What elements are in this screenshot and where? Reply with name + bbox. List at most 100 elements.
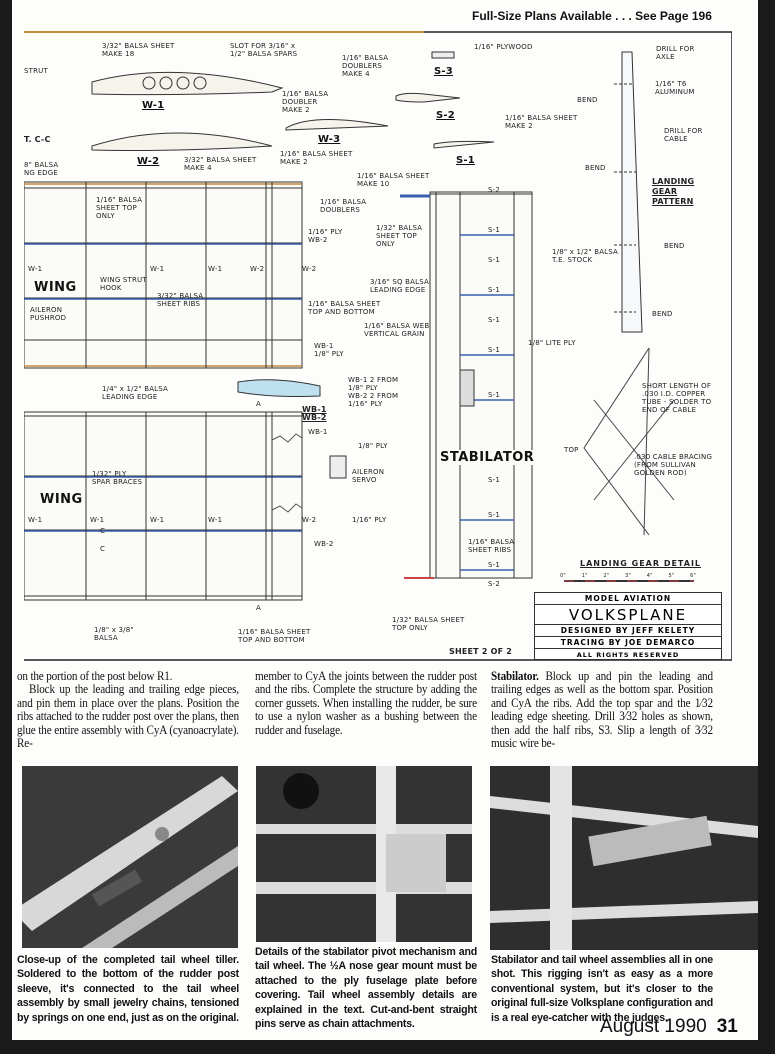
rib-label: S-1: [488, 346, 501, 354]
part-label-s3: S-3: [434, 66, 453, 77]
rib-label: S-2: [488, 580, 501, 588]
plan-drawing: STRUT 3/32" BALSA SHEET MAKE 18 SLOT FOR…: [24, 30, 732, 662]
plan-label: STRUT: [24, 67, 48, 75]
plan-label: 3/32" BALSA SHEET RIBS: [157, 292, 204, 308]
plan-label: 1/16" BALSA SHEET TOP AND BOTTOM: [308, 300, 381, 316]
section-marker: A: [256, 604, 261, 612]
photo-caption-1: Close-up of the completed tail wheel til…: [17, 954, 239, 1024]
plan-label: .030 CABLE BRACING (FROM SULLIVAN GOLDEN…: [634, 453, 713, 477]
plans-available-header: Full-Size Plans Available . . . See Page…: [472, 9, 712, 23]
wing-title-upper: WING: [34, 280, 77, 295]
rib-label: S-2: [488, 186, 501, 194]
plan-label: WB-1: [308, 428, 328, 436]
title-block-designer: DESIGNED BY JEFF KELETY: [535, 625, 721, 637]
title-block-rights: ALL RIGHTS RESERVED: [576, 651, 680, 659]
part-label-w3: W-3: [318, 134, 341, 145]
plan-label: 1/8" PLY: [358, 442, 388, 450]
plan-linework: [24, 31, 732, 661]
plan-label: WB-1 WB-2: [302, 405, 327, 422]
plan-label: 1/32" BALSA SHEET TOP ONLY: [392, 616, 465, 632]
title-block-magazine: MODEL AVIATION: [535, 593, 721, 605]
plan-label: 1/32" PLY SPAR BRACES: [92, 470, 143, 486]
paragraph: Block up the leading and trailing edge p…: [17, 681, 239, 751]
plan-label: SHORT LENGTH OF .030 I.D. COPPER TUBE - …: [642, 382, 712, 414]
photo-stabilator-pivot: [256, 766, 472, 942]
part-label-s1: S-1: [456, 155, 475, 166]
rib-label: W-2: [302, 516, 317, 524]
scale-tick: 0": [560, 573, 566, 579]
title-block-name: VOLKSPLANE: [535, 605, 721, 625]
article-column-1: on the portion of the post below R1. Blo…: [17, 668, 239, 751]
plan-label: 1/8" LITE PLY: [528, 339, 576, 347]
scale-tick: 3": [625, 573, 631, 579]
magazine-page: Full-Size Plans Available . . . See Page…: [12, 0, 758, 1040]
rib-label: S-1: [488, 391, 501, 399]
part-label-w1: W-1: [142, 100, 165, 111]
rib-label: S-1: [488, 511, 501, 519]
plan-label: DRILL FOR CABLE: [664, 127, 703, 143]
rib-label: W-1: [150, 265, 165, 273]
plan-label: 1/16" BALSA SHEET TOP AND BOTTOM: [238, 628, 311, 644]
rib-label: W-1: [90, 516, 105, 524]
part-label-s2: S-2: [436, 110, 455, 121]
plan-label: 1/16" PLYWOOD: [474, 43, 533, 51]
plan-label: WB-1 2 FROM 1/8" PLY WB-2 2 FROM 1/16" P…: [348, 376, 399, 408]
plan-label: 1/16" BALSA SHEET MAKE 2: [280, 150, 353, 166]
landing-gear-pattern-title: LANDING GEAR PATTERN: [652, 177, 695, 206]
rib-label: S-1: [488, 256, 501, 264]
plan-label: 1/16" BALSA DOUBLERS: [320, 198, 367, 214]
plan-label: DRILL FOR AXLE: [656, 45, 695, 61]
plan-label: WING STRUT HOOK: [100, 276, 147, 292]
plan-label: WB-2: [314, 540, 334, 548]
photo-image: [22, 766, 238, 948]
rib-label: W-1: [208, 516, 223, 524]
article-column-2: member to CyA the joints between the rud…: [255, 669, 477, 736]
plan-label: 1/16" BALSA SHEET TOP ONLY: [96, 196, 143, 220]
rib-label: S-1: [488, 561, 501, 569]
plan-label: 1/8" x 1/2" BALSA T.E. STOCK: [552, 248, 619, 264]
stabilator-title: STABILATOR: [440, 450, 535, 465]
issue-date: August 1990: [600, 1016, 707, 1037]
plan-label: AILERON SERVO: [352, 468, 385, 484]
plan-label: 1/16" BALSA SHEET MAKE 10: [357, 172, 430, 188]
plan-label: AILERON PUSHROD: [30, 306, 67, 322]
title-block: MODEL AVIATION VOLKSPLANE DESIGNED BY JE…: [534, 592, 722, 660]
plan-label: 3/32" BALSA SHEET MAKE 18: [102, 42, 175, 58]
plan-label: 1/16" PLY WB-2: [308, 228, 343, 244]
paragraph: Stabilator. Block up and pin the leading…: [491, 669, 713, 749]
section-marker: C: [100, 545, 106, 553]
plan-label: TOP: [564, 446, 579, 454]
landing-gear-detail-title: LANDING GEAR DETAIL: [580, 559, 702, 568]
scale-tick: 4": [646, 573, 653, 579]
rib-label: W-2: [302, 265, 317, 273]
paragraph: on the portion of the post below R1.: [17, 668, 173, 683]
plan-label: 3/32" BALSA SHEET MAKE 4: [184, 156, 257, 172]
plan-label: 1/16" BALSA SHEET RIBS: [468, 538, 515, 554]
plan-label: BEND: [585, 164, 606, 172]
paragraph: member to CyA the joints between the rud…: [255, 668, 477, 737]
scale-tick: 2": [603, 573, 610, 579]
rib-label: W-1: [28, 516, 43, 524]
wing-title-lower: WING: [40, 492, 83, 507]
plan-label: 1/16" PLY: [352, 516, 387, 524]
plan-label: T. C-C: [24, 135, 51, 144]
rib-label: W-1: [208, 265, 223, 273]
scale-ticks: 0" 1" 2" 3" 4" 5" 6": [560, 573, 696, 579]
rib-label: W-1: [28, 265, 43, 273]
plan-label: BEND: [664, 242, 685, 250]
photo-caption-2: Details of the stabilator pivot mechanis…: [255, 946, 477, 1031]
scale-tick: 5": [668, 573, 675, 579]
plan-label: 1/16" BALSA WEB VERTICAL GRAIN: [364, 322, 430, 338]
rib-label: S-1: [488, 316, 501, 324]
plan-label: 1/16" BALSA DOUBLER MAKE 2: [282, 90, 329, 114]
photo-caption-3: Stabilator and tail wheel assemblies all…: [491, 954, 713, 1024]
plan-label: 1/32" BALSA SHEET TOP ONLY: [376, 224, 423, 248]
paragraph-text: Block up and pin the leading and trailin…: [491, 668, 713, 751]
section-marker: C: [100, 527, 106, 535]
page-number: 31: [716, 1016, 738, 1037]
photo-image: [490, 766, 758, 950]
photo-tail-wheel-tiller: [22, 766, 238, 948]
article-column-3: Stabilator. Block up and pin the leading…: [491, 669, 713, 749]
rib-label: S-1: [488, 286, 501, 294]
plan-label: BEND: [652, 310, 673, 318]
